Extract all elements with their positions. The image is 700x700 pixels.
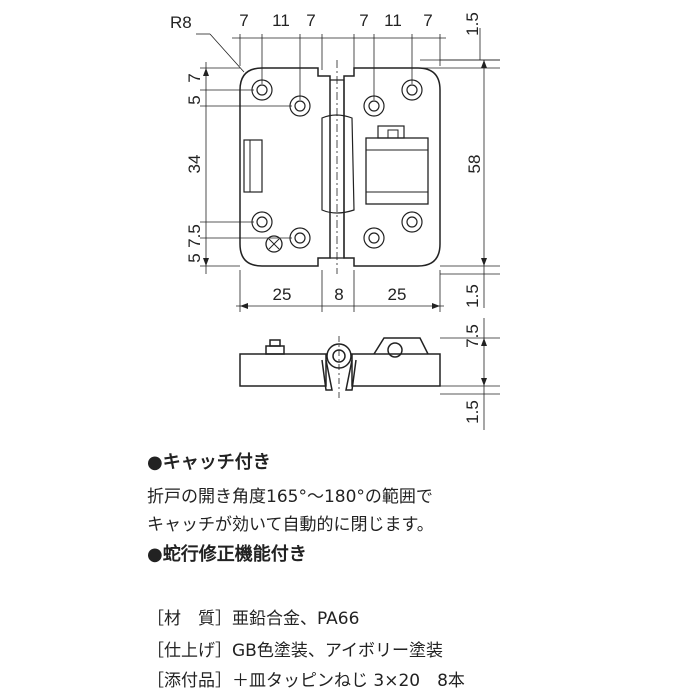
feature-desc-line-2: キャッチが効いて自動的に閉じます。 (147, 515, 434, 535)
dim-left-height: 34 (185, 155, 204, 174)
dim-bottom-margin: 1.5 (463, 284, 482, 308)
dim-left-bottom-b: 5 (185, 253, 204, 262)
hinge-technical-drawing: R8 7 11 7 7 11 7 1.5 5 7 34 7.5 5 58 25 … (170, 11, 500, 430)
feature-title-catch: ●キャッチ付き (147, 452, 271, 473)
adjustment-screw-icon (265, 235, 283, 253)
spec-label-finish: ［仕上げ］ (147, 641, 232, 661)
dim-left-top-b: 7 (185, 73, 204, 82)
dim-top-left-3: 7 (306, 11, 315, 30)
hinge-side-view (239, 337, 441, 391)
spec-value-material: 亜鉛合金、PA66 (232, 609, 360, 629)
dim-top-margin: 1.5 (463, 12, 482, 36)
hinge-left-leaf (239, 67, 331, 267)
spec-value-accessories: ＋皿タッピンねじ 3×20 8本 (232, 671, 465, 691)
feature-desc-line-1: 折戸の開き角度165°～180°の範囲で (147, 487, 433, 507)
dim-bottom-mid: 8 (334, 285, 343, 304)
dim-side-margin: 1.5 (463, 400, 482, 424)
dim-top-right-3: 7 (423, 11, 432, 30)
dim-left-bottom-a: 7.5 (185, 224, 204, 248)
dim-top-left-2: 11 (272, 11, 290, 30)
dim-side-height: 7.5 (463, 324, 482, 348)
spec-row-finish: ［仕上げ］GB色塗装、アイボリー塗装 (147, 636, 443, 661)
dim-bottom-left: 25 (273, 285, 292, 304)
dim-bottom-right: 25 (388, 285, 407, 304)
dim-radius: R8 (170, 13, 192, 32)
spec-label-accessories: ［添付品］ (147, 671, 232, 691)
dim-top-right-1: 7 (359, 11, 368, 30)
dim-right-height: 58 (465, 155, 484, 174)
catch-block (365, 137, 429, 205)
spec-row-accessories: ［添付品］＋皿タッピンねじ 3×20 8本 (147, 666, 465, 691)
hinge-right-leaf (343, 67, 441, 267)
dim-top-right-2: 11 (384, 11, 402, 30)
feature-title-alignment: ●蛇行修正機能付き (147, 544, 307, 565)
spec-label-material: ［材 質］ (147, 609, 232, 629)
dim-top-left-1: 7 (239, 11, 248, 30)
hinge-left-tab (243, 139, 263, 193)
spec-row-material: ［材 質］亜鉛合金、PA66 (147, 604, 359, 629)
dim-left-top-a: 5 (185, 95, 204, 104)
spec-value-finish: GB色塗装、アイボリー塗装 (232, 641, 443, 661)
